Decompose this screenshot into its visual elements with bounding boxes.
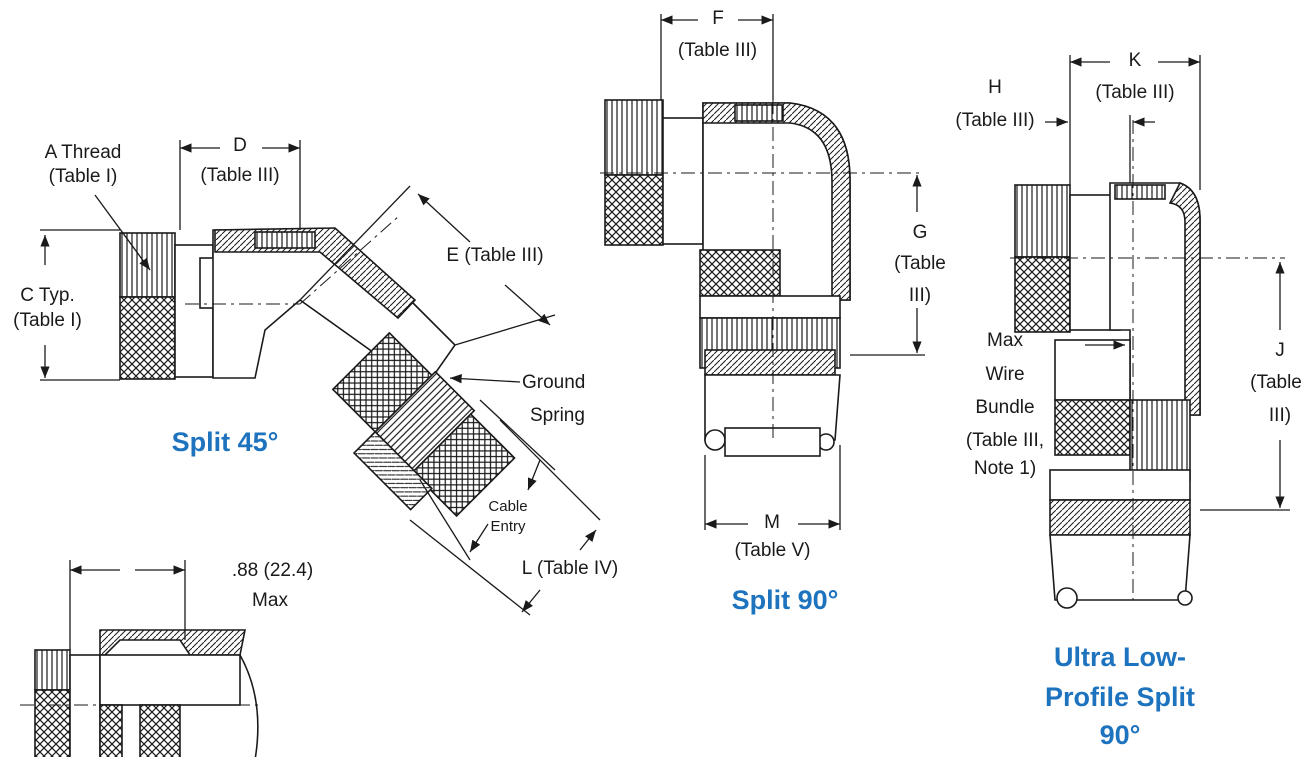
j-dim-ref-2: III) — [1268, 405, 1292, 426]
m-dim-label: M — [764, 512, 780, 533]
a-thread-label: A Thread — [44, 142, 122, 163]
detail-nut-ribs — [34, 649, 71, 691]
ground-label: Ground — [522, 372, 586, 393]
split90-sleeve-knurl — [699, 249, 781, 297]
wire-label: Wire — [985, 364, 1025, 385]
split45-sleeve-3 — [411, 413, 516, 518]
ultra-screw-right — [1177, 590, 1193, 606]
f-dim-ref: (Table III) — [677, 40, 758, 61]
ultra-caption-2: Profile Split — [1044, 682, 1196, 712]
spring-label: Spring — [530, 405, 585, 426]
split90-screw — [734, 104, 784, 122]
ultra-nut-ribs — [1014, 184, 1071, 258]
ultra-caption-3: 90° — [1099, 720, 1141, 750]
max-label: Max — [987, 330, 1023, 351]
split90-caption: Split 90° — [731, 585, 839, 615]
split45-caption: Split 45° — [171, 427, 279, 457]
g-dim-ref-1: (Table — [894, 253, 946, 274]
split45-connector — [119, 214, 516, 518]
split90-dimensions — [660, 14, 925, 530]
d-dim-label: D — [233, 135, 247, 156]
j-dim-ref-1: (Table — [1250, 372, 1302, 393]
ultra-nut-knurl — [1014, 256, 1071, 333]
ultra-dimensions — [1045, 55, 1290, 511]
d-dim-ref: (Table III) — [200, 165, 280, 186]
detail-view — [20, 629, 260, 757]
cable-label: Cable — [488, 498, 528, 515]
bundle-label: Bundle — [975, 397, 1035, 418]
split90-connector — [600, 99, 920, 457]
split45-screw — [254, 231, 316, 249]
detail-sleeve-2 — [139, 704, 181, 757]
split90-elbow-hatch — [702, 102, 851, 301]
split90-nut-ribs — [604, 99, 664, 176]
h-dim-ref: (Table III) — [955, 110, 1035, 131]
m-dim-ref: (Table V) — [734, 540, 811, 561]
split45-coupling-nut-ribs — [119, 232, 176, 298]
detail-dimensions — [69, 560, 186, 650]
f-dim-label: F — [712, 8, 724, 29]
ultra-screw — [1114, 184, 1166, 200]
k-dim-ref: (Table III) — [1095, 82, 1175, 103]
ultra-screw-left — [1056, 587, 1078, 609]
bundle-ref-1: (Table III, — [965, 430, 1045, 451]
detail-dim-label: .88 (22.4) — [231, 560, 314, 581]
split45-elbow-hatch — [214, 227, 417, 320]
detail-max-label: Max — [252, 590, 288, 611]
ultra-caption-1: Ultra Low- — [1054, 642, 1186, 672]
split45-clamp — [352, 430, 433, 511]
c-dim-label: C Typ. — [20, 285, 75, 306]
h-dim-label: H — [988, 77, 1002, 98]
detail-body-hatch — [99, 629, 246, 656]
split45-dimensions — [40, 140, 601, 616]
g-dim-ref-2: III) — [908, 285, 932, 306]
ultra-connector — [1010, 120, 1285, 609]
split90-nut-knurl — [604, 174, 664, 246]
split90-screw-left — [704, 429, 726, 451]
l-dim-label: L (Table IV) — [521, 558, 619, 579]
j-dim-label: J — [1275, 340, 1285, 361]
g-dim-label: G — [912, 222, 928, 243]
split45-coupling-nut-knurl — [119, 296, 176, 380]
e-dim-label: E (Table III) — [446, 245, 544, 266]
a-thread-ref: (Table I) — [48, 166, 118, 187]
entry-label: Entry — [490, 518, 526, 535]
detail-nut-knurl — [34, 689, 71, 757]
bundle-ref-2: Note 1) — [973, 458, 1037, 479]
k-dim-label: K — [1128, 50, 1142, 71]
detail-sleeve-1 — [99, 704, 123, 757]
c-dim-ref: (Table I) — [13, 310, 82, 331]
ultra-sleeve-knurl — [1054, 399, 1131, 456]
